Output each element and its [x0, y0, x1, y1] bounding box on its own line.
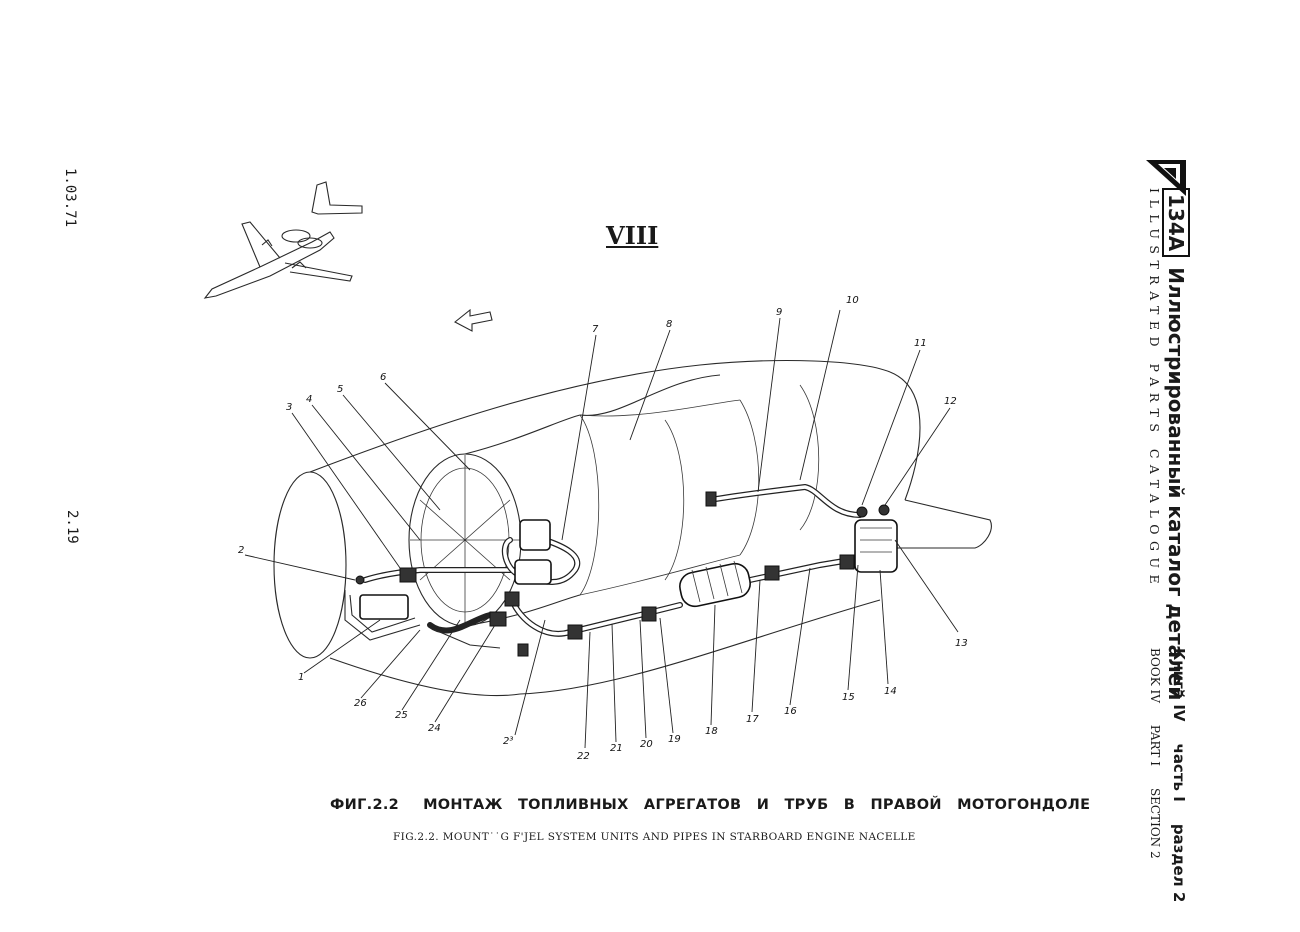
section-ru: раздел 2: [1170, 823, 1188, 903]
callout-21: 21: [610, 743, 623, 754]
callout-24: 24: [428, 723, 441, 734]
figure-title-ru: ФИГ.2.2 МОНТАЖ ТОПЛИВНЫХ АГРЕГАТОВ И ТРУБ…: [330, 797, 1090, 813]
callout-3: 3: [286, 402, 292, 413]
callout-12: 12: [944, 396, 957, 407]
book-en: BOOK IV: [1148, 648, 1162, 703]
catalog-title-ru: Иллюстрированный каталог деталей: [1164, 267, 1188, 701]
callout-11: 11: [914, 338, 927, 349]
callout-26: 26: [354, 698, 367, 709]
callout-10: 10: [846, 295, 859, 306]
view-label: VIII: [606, 221, 659, 250]
aircraft-model: 134A: [1162, 188, 1190, 258]
catalog-header: 134A Иллюстрированный каталог деталей: [1162, 160, 1190, 701]
callout-25: 25: [395, 710, 408, 721]
figure-title-text: МОНТАЖ ТОПЛИВНЫХ АГРЕГАТОВ И ТРУБ В ПРАВ…: [423, 797, 1091, 813]
callout-4: 4: [306, 394, 312, 405]
callout-18: 18: [705, 726, 718, 737]
part-en: PART I: [1148, 724, 1162, 766]
book-ru: Книга IV: [1170, 648, 1188, 722]
callout-7: 7: [592, 324, 599, 335]
callout-1: 1: [298, 672, 304, 683]
callout-numbers: 1 2 3 4 5 6 7 8 9 10 11 12 13 14 15 16 1…: [238, 295, 968, 762]
callout-8: 8: [666, 319, 672, 330]
section-en: SECTION 2: [1148, 787, 1162, 859]
callout-22: 22: [577, 751, 590, 762]
callout-19: 19: [668, 734, 681, 745]
callout-9: 9: [776, 307, 782, 318]
callout-15: 15: [842, 692, 855, 703]
page-number: 2.19: [64, 510, 80, 544]
book-part-section-en: BOOK IV PART I SECTION 2: [1148, 648, 1162, 881]
callout-2: 2: [238, 545, 244, 556]
figure-caption-en: FIG.2.2. MOUNT˙˙G F'JEL SYSTEM UNITS AND…: [393, 831, 916, 843]
callout-14: 14: [884, 686, 897, 697]
callout-13: 13: [955, 638, 968, 649]
callout-20: 20: [640, 739, 653, 750]
aircraft-locator-icon: [203, 181, 363, 299]
callout-6: 6: [380, 372, 386, 383]
callout-16: 16: [784, 706, 797, 717]
fuel-units: [355, 491, 898, 657]
callout-17: 17: [746, 714, 759, 725]
part-ru: часть I: [1170, 743, 1188, 802]
callout-leaders: [244, 309, 959, 749]
book-part-section-ru: Книга IV часть I раздел 2: [1170, 648, 1188, 924]
fuel-pipes: [344, 483, 863, 649]
direction-arrow-icon: [454, 308, 493, 332]
catalog-subtitle-en: ILLUSTRATED PARTS CATALOGUE: [1147, 188, 1162, 591]
date-code: 1.03.71: [62, 168, 78, 228]
figure-number: ФИГ.2.2: [330, 797, 400, 813]
manufacturer-logo-icon: [1146, 160, 1186, 196]
callout-5: 5: [337, 384, 343, 395]
callout-23: 2³: [503, 736, 513, 747]
